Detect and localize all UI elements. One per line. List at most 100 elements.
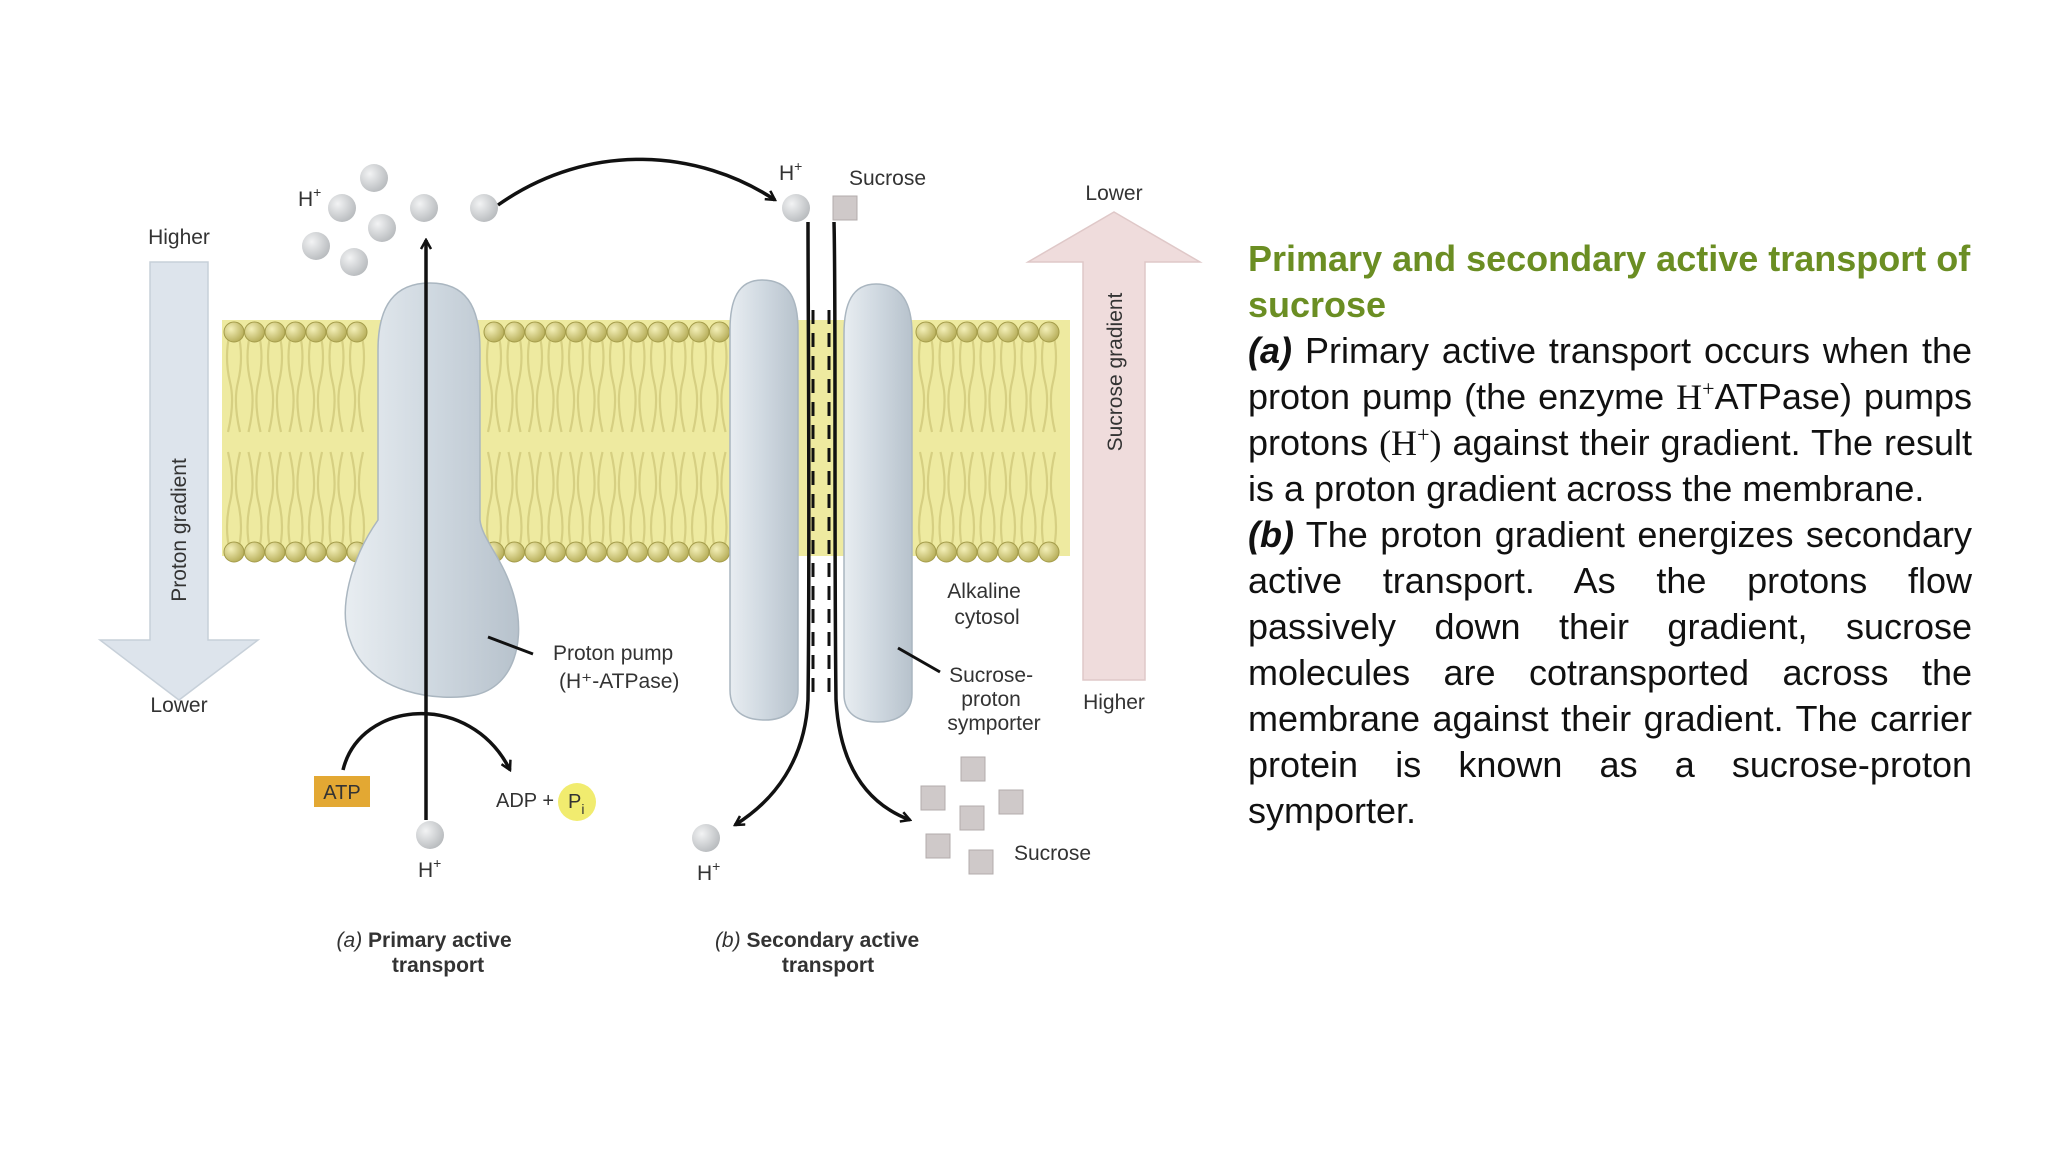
caption-a-text2: ATPase) pumps protons (1248, 376, 1972, 463)
lipid-head (244, 541, 265, 563)
lipid-tail (266, 451, 275, 553)
lipid-tail (234, 451, 243, 553)
lipid-head (956, 321, 978, 343)
caption-a-paren-sup: + (1417, 422, 1430, 447)
lipid-head (627, 321, 648, 343)
lipid-tail (979, 451, 987, 553)
lipid-tail (711, 331, 719, 433)
sucrose-gradient-lower: Lower (1085, 182, 1142, 205)
proton-pump-protein (344, 282, 520, 698)
caption-paragraph-b: (b) The proton gradient energizes second… (1248, 512, 1972, 834)
lipid-tail (1029, 451, 1037, 553)
lipid-tail (649, 451, 658, 553)
proton-ion-bottom-a (416, 821, 444, 849)
lipid-head (326, 321, 347, 343)
sucrose-molecule (968, 849, 994, 875)
lipid-tail (1008, 451, 1017, 553)
lipid-tail (638, 331, 646, 433)
caption-a-h: H (1676, 377, 1703, 417)
sucrose-molecules-inside (920, 756, 1024, 875)
lipid-head (606, 541, 628, 563)
lipid-tail (947, 331, 955, 433)
caption-a-text3: against their gradient. The result is a … (1248, 422, 1972, 509)
proton-gradient-lower: Lower (150, 694, 207, 717)
lipid-head (586, 541, 607, 563)
lipid-bilayer (222, 320, 1070, 563)
lipid-tail (926, 331, 935, 433)
lipid-tail (1040, 451, 1049, 553)
lipid-head (524, 321, 546, 343)
proton-ion (410, 194, 438, 222)
lipid-tail (576, 451, 585, 553)
lipid-head (627, 541, 648, 563)
sucrose-molecule (925, 833, 951, 859)
caption-a-paren-close: ) (1429, 423, 1442, 463)
lipid-tail (535, 451, 544, 553)
lipid-tail (649, 331, 658, 433)
lipid-tail (515, 451, 523, 553)
lipid-tail (967, 451, 976, 553)
lipid-head (223, 541, 245, 563)
lipid-head (565, 321, 587, 343)
lipid-head (305, 321, 327, 343)
proton-ion (470, 194, 498, 222)
lipid-tail (988, 331, 996, 433)
lipid-head (565, 541, 587, 563)
lipid-tail (296, 331, 304, 433)
lipid-tail (979, 331, 987, 433)
lipid-head (326, 541, 347, 563)
lipid-head (709, 321, 730, 343)
lipid-tail (958, 451, 967, 553)
lipid-tail (679, 331, 687, 433)
lipid-head (936, 541, 957, 563)
caption-a-sup: + (1702, 376, 1715, 401)
lipid-tail (255, 451, 263, 553)
caption-a-text1: Primary active transport occurs when the… (1248, 330, 1972, 417)
lipid-head (997, 541, 1019, 563)
atp-label: ATP (323, 782, 360, 804)
lipid-tail (515, 331, 523, 433)
lipid-head (545, 541, 566, 563)
lipid-tail (1049, 331, 1058, 433)
lipid-tail (711, 451, 719, 553)
lipid-tail (917, 331, 926, 433)
lipid-tail (588, 331, 596, 433)
proton-ion (328, 194, 356, 222)
lipid-tail (567, 451, 576, 553)
lipid-tail (287, 451, 295, 553)
lipid-tail (1008, 331, 1017, 433)
lipid-tail (494, 451, 503, 553)
caption-a-paren-h: (H (1379, 423, 1418, 463)
lipid-tail (266, 331, 275, 433)
lipid-head (647, 541, 669, 563)
panel-b-caption: (b) Secondary active transport (715, 929, 925, 977)
lipid-tail (720, 331, 728, 433)
lipid-head (244, 321, 265, 343)
lipid-head (483, 321, 505, 343)
lipid-tail (617, 331, 626, 433)
caption-title: Primary and secondary active transport o… (1248, 238, 1971, 325)
sucrose-label-bottom: Sucrose (1014, 842, 1091, 865)
lipid-tail (938, 451, 946, 553)
lipid-tail (225, 451, 234, 553)
lipid-tail (988, 451, 996, 553)
lipid-head (524, 541, 546, 563)
lipid-tail (485, 331, 494, 433)
symporter-label: Sucrose- proton symporter (947, 664, 1040, 735)
lipid-head (936, 321, 957, 343)
lipid-tail (526, 331, 535, 433)
lipid-tail (999, 331, 1008, 433)
lipid-tail (576, 331, 585, 433)
lipid-head (915, 321, 937, 343)
lipid-head (997, 321, 1019, 343)
lipid-tail (275, 331, 284, 433)
lipid-tail (328, 451, 336, 553)
caption-b-text: The proton gradient energizes secondary … (1248, 514, 1972, 831)
lipid-tail (720, 451, 728, 553)
proton-ion (302, 232, 330, 260)
sucrose-gradient-label: Sucrose gradient (1104, 292, 1127, 451)
lipid-head (223, 321, 245, 343)
lipid-tail (1049, 451, 1058, 553)
lipid-tail (485, 451, 494, 553)
lipid-tail (337, 451, 345, 553)
